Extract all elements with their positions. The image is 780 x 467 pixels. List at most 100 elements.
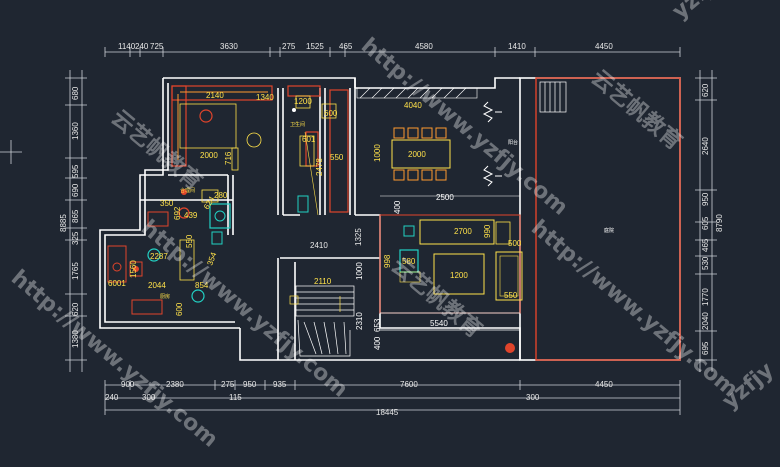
dim-439: 439	[184, 211, 198, 220]
dim-bottom2-3: 300	[526, 393, 540, 402]
dim-550b: 550	[185, 234, 194, 248]
dim-top-6: 465	[339, 42, 353, 51]
dim-2410: 2410	[310, 241, 328, 250]
dim-1000b: 1000	[355, 262, 364, 280]
dim-top-4: 275	[282, 42, 296, 51]
kitchen-counter-orange	[177, 91, 268, 160]
dim-right-1: 2640	[701, 137, 710, 155]
dim-right-4: 465	[701, 238, 710, 252]
dim-bottom-4: 935	[273, 380, 287, 389]
dim-500: 500	[508, 239, 522, 248]
dim-1560: 1560	[129, 260, 138, 278]
dim-653: 653	[373, 318, 382, 332]
living-room-furniture	[379, 214, 523, 353]
dim-cabinet-1200: 1200	[294, 97, 312, 106]
bottom-dimension-labels: 900 2380 275 950 935 7600 4450 240 300 1…	[105, 380, 613, 417]
red-marker-icon	[505, 343, 515, 353]
round-fixture-icon	[147, 248, 161, 262]
dim-354: 354	[205, 251, 218, 267]
dim-bottom-1: 2380	[166, 380, 184, 389]
dim-bottom2-0: 240	[105, 393, 119, 402]
dim-left-total: 8885	[59, 214, 68, 232]
washer-icon	[112, 262, 122, 272]
dim-top-9: 4450	[595, 42, 613, 51]
dim-6001: 6001	[108, 279, 126, 288]
dim-left-7: 620	[71, 302, 80, 316]
dining-set	[380, 127, 520, 197]
fixture-dot-icon	[181, 189, 187, 195]
dim-692: 692	[173, 206, 182, 220]
watermark-url-4: http://www.yzfjy.com	[6, 265, 222, 452]
dot-icon	[292, 108, 296, 112]
dim-998: 998	[383, 254, 392, 268]
dim-600: 600	[175, 302, 184, 316]
dimension-lines	[65, 47, 717, 415]
room-dimension-labels: 2140 1340 1200 600 2000 716 601 2478 550…	[108, 91, 522, 350]
dim-sofa-2700: 2700	[454, 227, 472, 236]
dim-table-1200: 1200	[450, 271, 468, 280]
dim-bottom-2: 275	[221, 380, 235, 389]
balcony-stairs	[539, 81, 567, 113]
dim-right-3: 605	[701, 216, 710, 230]
dim-2287: 2287	[150, 252, 168, 261]
dim-dining-4040: 4040	[404, 101, 422, 110]
dim-top-5: 1525	[306, 42, 324, 51]
dim-dining-2000: 2000	[408, 150, 426, 159]
dim-580: 580	[402, 257, 416, 266]
right-dimension-labels: 620 2640 950 605 465 530 1770 2040 695 8…	[701, 83, 724, 355]
dim-top-2: 725	[150, 42, 164, 51]
dim-2044: 2044	[148, 281, 166, 290]
dim-right-2: 950	[701, 192, 710, 206]
dim-1325: 1325	[354, 228, 363, 246]
dim-bottom2-2: 115	[229, 393, 242, 402]
dim-total-width: 18445	[376, 408, 399, 417]
room-name-labels: 合理间 厨房 阳台 庭院 卫生间	[160, 121, 614, 300]
dim-left-4: 865	[71, 209, 80, 223]
top-dimension-labels: 1140 240 725 3630 275 1525 465 4580 1410…	[118, 42, 613, 51]
dim-5540: 5540	[430, 319, 448, 328]
dim-top-7: 4580	[415, 42, 433, 51]
dim-right-6: 1770	[701, 288, 710, 306]
dim-kitchen-top: 2140	[206, 91, 224, 100]
dim-280: 280	[214, 191, 228, 200]
dim-left-6: 1765	[71, 262, 80, 280]
room-label-4: 卫生间	[290, 121, 305, 128]
kitchen-cabinets	[171, 85, 349, 213]
dim-400: 400	[393, 200, 402, 214]
dim-left-2: 595	[71, 164, 80, 178]
dim-top-8: 1410	[508, 42, 526, 51]
door-frame-icon	[297, 195, 309, 213]
break-marks	[482, 101, 502, 187]
room-label-1: 厨房	[160, 293, 170, 300]
dim-bottom-3: 950	[243, 380, 257, 389]
dim-left-8: 1380	[71, 330, 80, 348]
dim-left-3: 690	[71, 183, 80, 197]
dim-fridge-600: 600	[324, 109, 338, 118]
room-label-2: 阳台	[508, 139, 518, 146]
dim-right-7: 2040	[701, 312, 710, 330]
dim-550: 550	[330, 153, 344, 162]
basin-icon	[214, 210, 226, 222]
sink-icon	[199, 109, 213, 123]
dim-right-8: 695	[701, 341, 710, 355]
door-swing-icon	[246, 132, 262, 148]
red-dot-icon	[133, 266, 139, 272]
dim-bottom-6: 4450	[595, 380, 613, 389]
dim-dining-1000: 1000	[373, 144, 382, 162]
hatched-partition	[356, 87, 478, 99]
main-staircase	[289, 285, 355, 357]
dim-550c: 550	[504, 291, 518, 300]
dim-right-5: 530	[701, 256, 710, 270]
crosshair-marker	[0, 140, 22, 164]
toilet-icon	[178, 207, 190, 219]
left-dimension-labels: 680 1360 595 690 865 325 1765 620 1380 8…	[59, 86, 80, 348]
utility-room-fixtures	[107, 231, 223, 315]
room-label-3: 庭院	[604, 227, 614, 234]
watermark-url-1: http://www.yzfjy.com	[356, 33, 572, 220]
dim-350: 350	[160, 199, 174, 208]
dim-bottom-5: 7600	[400, 380, 418, 389]
dim-2478: 2478	[315, 158, 324, 176]
basin2-icon	[191, 289, 205, 303]
